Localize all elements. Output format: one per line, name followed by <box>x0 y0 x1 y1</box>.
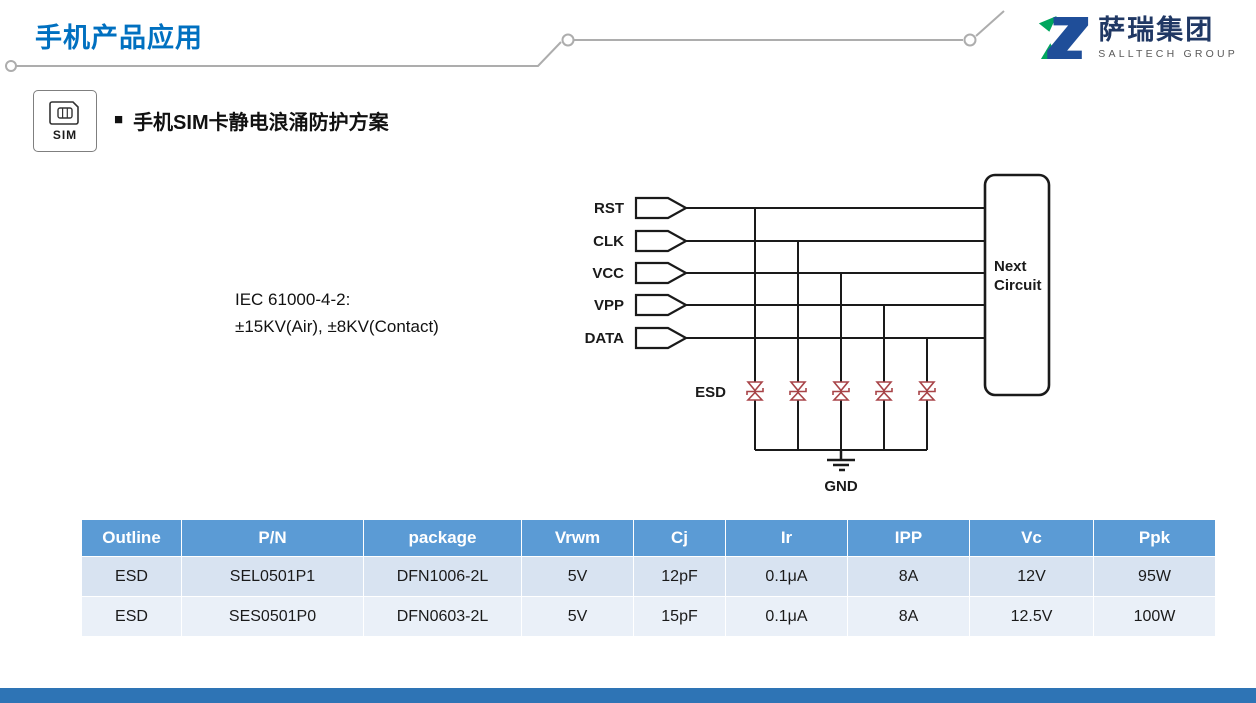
esd-diode <box>875 381 893 401</box>
cell-pn: SEL0501P1 <box>181 556 364 597</box>
col-header-package: package <box>363 519 522 557</box>
esd-diode <box>832 381 850 401</box>
connector-dot-left <box>5 60 17 72</box>
connector-dot-mid <box>561 33 575 47</box>
cell-ppk: 95W <box>1093 556 1216 597</box>
signal-vpp-wire <box>634 293 985 450</box>
signal-arrow <box>634 326 689 350</box>
table-row: ESD SES0501P0 DFN0603-2L 5V 15pF 0.1μA 8… <box>81 596 1216 637</box>
gnd-label: GND <box>824 478 858 495</box>
cell-package: DFN0603-2L <box>363 596 522 637</box>
sim-chip-glyph <box>49 100 79 125</box>
col-header-cj: Cj <box>633 519 726 557</box>
table-header-row: Outline P/N package Vrwm Cj Ir IPP Vc Pp… <box>81 519 1216 557</box>
signal-rst-wire <box>634 196 985 450</box>
cell-vc: 12.5V <box>969 596 1094 637</box>
cell-cj: 15pF <box>633 596 726 637</box>
col-header-ppk: Ppk <box>1093 519 1216 557</box>
iec-standard-note: IEC 61000-4-2: ±15KV(Air), ±8KV(Contact) <box>235 286 439 340</box>
col-header-vrwm: Vrwm <box>521 519 634 557</box>
signal-label-vcc: VCC <box>592 265 624 282</box>
header-connector-line <box>5 10 1005 72</box>
circuit-diagram: RST CLK VCC VPP DATA ESD GND Next Circui… <box>585 173 1051 495</box>
connector-dot-right <box>963 33 977 47</box>
signal-label-vpp: VPP <box>594 297 624 314</box>
signal-clk-wire <box>634 229 985 450</box>
cell-vrwm: 5V <box>521 556 634 597</box>
signal-arrow <box>634 293 689 317</box>
signal-label-rst: RST <box>594 200 624 217</box>
section-title: ■ 手机SIM卡静电浪涌防护方案 <box>114 106 389 135</box>
next-circuit-label-line2: Circuit <box>994 277 1042 294</box>
cell-ppk: 100W <box>1093 596 1216 637</box>
next-circuit-box <box>983 173 1051 397</box>
cell-ipp: 8A <box>847 596 970 637</box>
signal-arrow <box>634 261 689 285</box>
iec-line1: IEC 61000-4-2: <box>235 290 351 309</box>
esd-diode <box>746 381 764 401</box>
cell-ipp: 8A <box>847 556 970 597</box>
logo-name: 萨瑞集团 <box>1098 15 1215 46</box>
table-row: ESD SEL0501P1 DFN1006-2L 5V 12pF 0.1μA 8… <box>81 556 1216 597</box>
esd-diode <box>789 381 807 401</box>
cell-package: DFN1006-2L <box>363 556 522 597</box>
signal-arrow <box>634 196 689 220</box>
cell-cj: 12pF <box>633 556 726 597</box>
page-title: 手机产品应用 <box>35 23 203 53</box>
ground-symbol <box>827 450 855 472</box>
iec-line2: ±15KV(Air), ±8KV(Contact) <box>235 317 439 336</box>
logo-mark-icon <box>1039 16 1089 59</box>
logo-text: 萨瑞集团 SALLTECH GROUP <box>1098 15 1238 60</box>
col-header-pn: P/N <box>181 519 364 557</box>
footer-bar <box>0 688 1256 703</box>
cell-ir: 0.1μA <box>725 556 848 597</box>
signal-data-wire <box>634 326 985 450</box>
cell-vrwm: 5V <box>521 596 634 637</box>
cell-ir: 0.1μA <box>725 596 848 637</box>
col-header-outline: Outline <box>81 519 182 557</box>
next-circuit-label-line1: Next <box>994 258 1027 275</box>
col-header-ir: Ir <box>725 519 848 557</box>
cell-vc: 12V <box>969 556 1094 597</box>
col-header-ipp: IPP <box>847 519 970 557</box>
col-header-vc: Vc <box>969 519 1094 557</box>
esd-label: ESD <box>695 384 726 401</box>
cell-outline: ESD <box>81 556 182 597</box>
sim-card-icon: SIM <box>33 90 97 152</box>
signal-arrow <box>634 229 689 253</box>
signal-vcc-wire <box>634 261 985 450</box>
bullet-square: ■ <box>114 111 124 128</box>
logo-subtitle: SALLTECH GROUP <box>1098 47 1238 60</box>
esd-diode <box>918 381 936 401</box>
cell-outline: ESD <box>81 596 182 637</box>
signal-label-data: DATA <box>585 330 625 347</box>
logo: 萨瑞集团 SALLTECH GROUP <box>1038 15 1238 60</box>
sim-icon-label: SIM <box>52 127 78 142</box>
esd-diode-array <box>746 381 936 401</box>
parts-table: Outline P/N package Vrwm Cj Ir IPP Vc Pp… <box>81 519 1216 637</box>
signal-label-clk: CLK <box>593 233 624 250</box>
cell-pn: SES0501P0 <box>181 596 364 637</box>
section-title-text: 手机SIM卡静电浪涌防护方案 <box>133 112 389 134</box>
